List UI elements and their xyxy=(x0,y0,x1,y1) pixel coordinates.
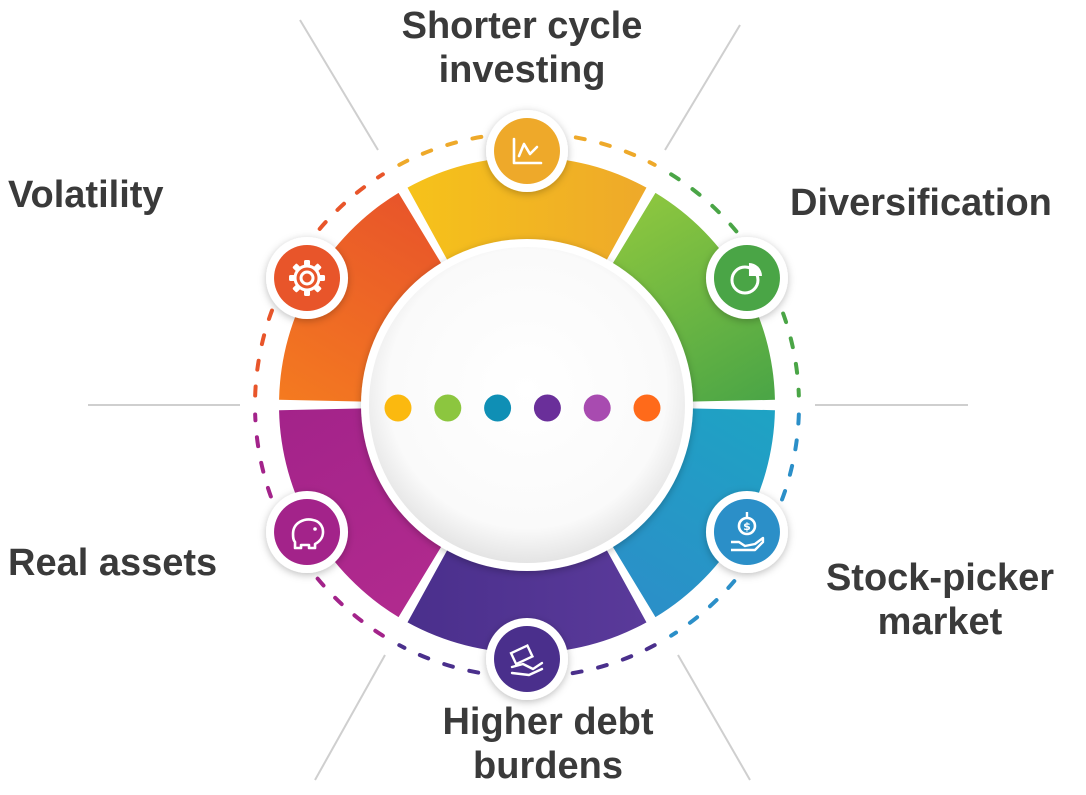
center-hub xyxy=(361,239,693,571)
badge-fill xyxy=(274,245,341,311)
piggy-bank-badge xyxy=(266,491,349,573)
cash-hand-badge xyxy=(486,618,568,700)
label-shorter-cycle-investing: Shorter cycle investing xyxy=(401,5,643,91)
label-real-assets: Real assets xyxy=(8,542,218,584)
leader-line-6 xyxy=(677,654,751,781)
icon-badges: $ xyxy=(266,110,788,700)
ring-segments xyxy=(279,157,775,653)
segment-real-assets xyxy=(279,408,444,618)
center-dot xyxy=(583,394,611,422)
badge-fill xyxy=(713,499,780,565)
line-chart-badge xyxy=(486,110,568,192)
leader-line-2 xyxy=(664,24,741,151)
center-dot xyxy=(633,394,661,422)
svg-text:$: $ xyxy=(743,520,751,533)
gear-icon xyxy=(289,260,326,296)
label-diversification: Diversification xyxy=(790,182,1052,224)
piggy-bank-icon xyxy=(291,518,325,550)
center-dot xyxy=(434,394,462,422)
center-dot xyxy=(484,394,512,422)
segment-shorter-cycle xyxy=(407,157,647,264)
segment-diversification xyxy=(610,192,775,402)
pie-chart-icon xyxy=(730,263,762,295)
segment-higher-debt xyxy=(407,546,647,653)
center-dot xyxy=(533,394,561,422)
line-chart-icon xyxy=(512,137,543,165)
center-dots xyxy=(384,394,661,422)
hub-disc xyxy=(369,247,685,563)
badge-fill xyxy=(274,499,341,565)
badge-fill xyxy=(713,245,780,311)
money-hand-badge: $ xyxy=(705,491,788,573)
segment-volatility xyxy=(279,192,444,402)
center-dot xyxy=(384,394,412,422)
leader-line-1 xyxy=(299,19,379,151)
money-hand-icon: $ xyxy=(730,512,765,552)
leader-lines xyxy=(88,19,968,781)
pie-chart-badge xyxy=(705,237,788,319)
label-volatility: Volatility xyxy=(8,174,164,216)
label-higher-debt-burdens: Higher debt burdens xyxy=(442,701,654,787)
leader-line-5 xyxy=(314,654,386,781)
label-stock-picker-market: Stock-picker market xyxy=(825,557,1055,643)
segment-stock-picker xyxy=(610,408,775,618)
cash-hand-icon xyxy=(509,643,544,677)
gear-badge xyxy=(266,237,349,319)
